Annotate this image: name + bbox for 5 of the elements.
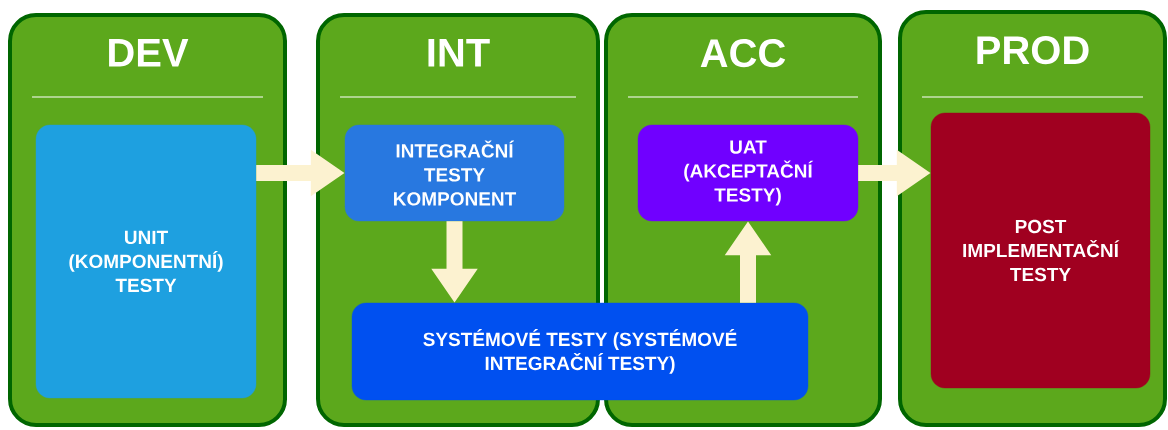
test-box: INTEGRAČNÍ TESTY KOMPONENT bbox=[344, 124, 565, 222]
test-box: POST IMPLEMENTAČNÍ TESTY bbox=[930, 112, 1151, 389]
test-box: UNIT (KOMPONENTNÍ) TESTY bbox=[35, 124, 257, 399]
test-box: SYSTÉMOVÉ TESTY (SYSTÉMOVÉ INTEGRAČNÍ TESTY) bbox=[351, 302, 809, 401]
test-box: UAT (AKCEPTAČNÍ TESTY) bbox=[637, 124, 859, 222]
